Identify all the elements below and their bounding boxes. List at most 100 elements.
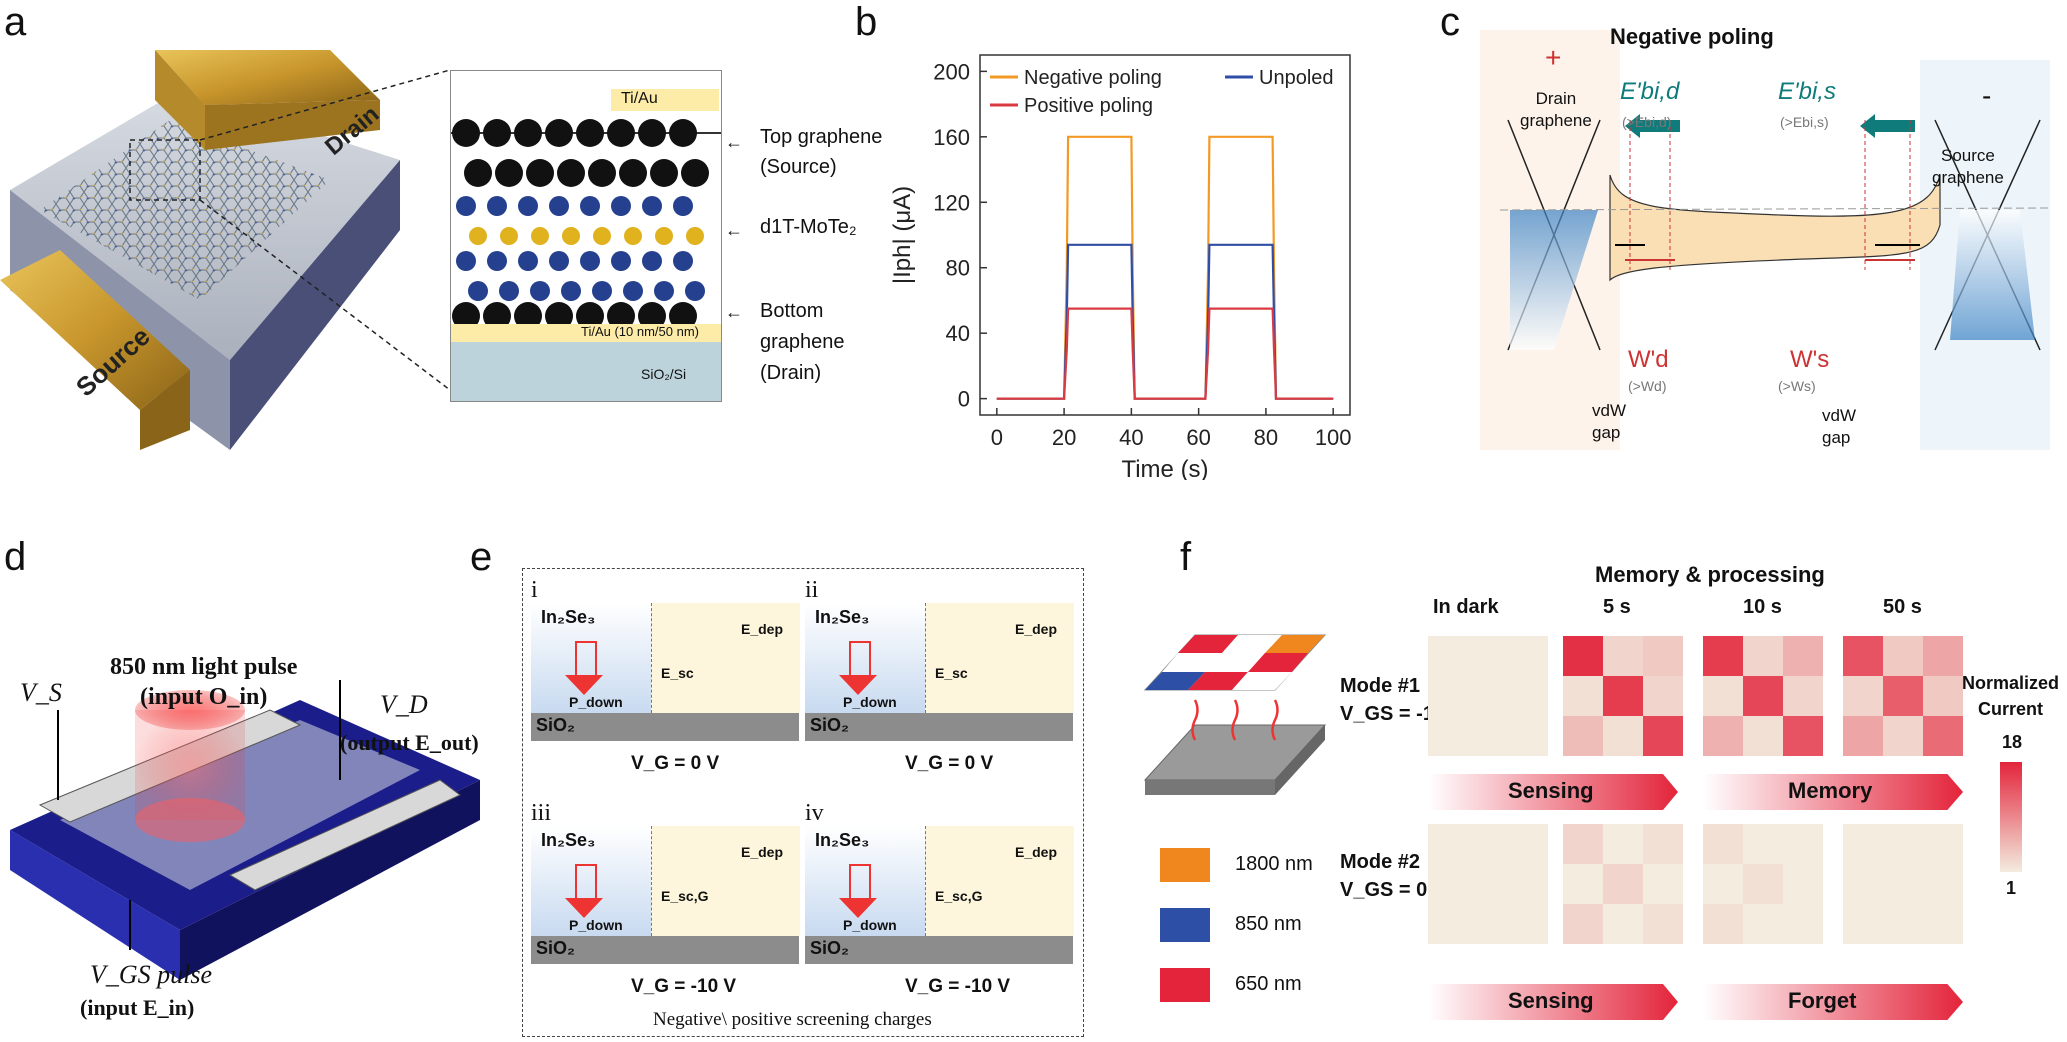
vgs-input-label: (input E_in) <box>80 995 195 1020</box>
atom <box>526 159 554 187</box>
heatmap-cell <box>1468 864 1508 904</box>
atom <box>638 302 666 330</box>
atom <box>468 281 488 301</box>
heatmap-cell <box>1743 716 1783 756</box>
panel-f-title: Memory & processing <box>1595 562 1825 587</box>
atom <box>686 227 704 245</box>
inset-lattice: Ti/Au Ti/Au (10 nm/50 nm) SiO₂/Si <box>450 70 722 402</box>
inset-substrate: SiO₂/Si <box>641 366 687 382</box>
heatmap-cell <box>1508 716 1548 756</box>
vg-label: V_G = -10 V <box>631 976 737 997</box>
sub-label: iii <box>531 800 552 826</box>
atom <box>487 251 507 271</box>
forget-banner <box>1703 984 1963 1020</box>
arrow-icon: ← <box>725 220 743 240</box>
series-line-negative-poling <box>996 135 1334 400</box>
panel-label-d: d <box>4 535 27 579</box>
heatmap-cell <box>1508 864 1548 904</box>
esc-label: E_sc,G <box>935 888 983 904</box>
atom <box>545 302 573 330</box>
heatmap-cell <box>1428 676 1468 716</box>
legend-label: 650 nm <box>1235 973 1302 995</box>
atom <box>681 159 709 187</box>
atom <box>685 281 705 301</box>
array-schematic <box>1143 634 1327 795</box>
atom <box>518 251 538 271</box>
series-line-positive-poling <box>996 307 1334 400</box>
heatmap-cell <box>1923 676 1963 716</box>
substrate-label: SiO₂ <box>810 715 850 735</box>
atom <box>611 251 631 271</box>
heatmap-cell <box>1703 676 1743 716</box>
pdown-label: P_down <box>843 917 897 933</box>
w-s-label: W's <box>1790 346 1830 373</box>
atom <box>549 251 569 271</box>
atom <box>500 227 518 245</box>
light-pulse-label: 850 nm light pulse(input O_in) <box>110 654 298 710</box>
heatmap-cell <box>1783 636 1823 676</box>
heatmap-cell <box>1468 676 1508 716</box>
memory-banner-label: Memory <box>1788 778 1873 803</box>
heatmap-cell <box>1603 864 1643 904</box>
heatmap-cell <box>1428 904 1468 944</box>
atom <box>580 251 600 271</box>
heatmap-cell <box>1883 824 1923 864</box>
heatmap-cell <box>1563 824 1603 864</box>
plus-sign: + <box>1545 42 1562 73</box>
heatmap-cell <box>1603 676 1643 716</box>
atom <box>456 196 476 216</box>
sensing-banner <box>1428 774 1678 810</box>
band-diagram <box>1480 30 2051 450</box>
heatmap-cell <box>1563 716 1603 756</box>
heatmap-cell <box>1563 676 1603 716</box>
panel-label-b: b <box>855 0 878 44</box>
material-label: In₂Se₃ <box>541 830 596 850</box>
atom <box>576 119 604 147</box>
atom <box>669 119 697 147</box>
heatmap-cell <box>1508 904 1548 944</box>
x-tick-label: 40 <box>1119 425 1143 450</box>
colorbar <box>2000 762 2022 872</box>
heatmap-cell <box>1468 716 1508 756</box>
esc-label: E_sc <box>661 665 694 681</box>
heatmap-cell <box>1743 676 1783 716</box>
atom <box>650 159 678 187</box>
substrate-label: SiO₂ <box>810 938 850 958</box>
vgs-label: V_GS pulse <box>90 960 213 989</box>
heatmap-cell <box>1563 904 1603 944</box>
callout-mid: d1T-MoTe₂ <box>760 216 857 238</box>
heatmap-cell <box>1743 904 1783 944</box>
heatmap-cell <box>1883 904 1923 944</box>
heatmap-cell <box>1603 716 1643 756</box>
heatmap-cell <box>1703 904 1743 944</box>
w-d-compare: (>Wd) <box>1628 378 1667 394</box>
legend-label: Unpoled <box>1259 67 1334 89</box>
vd-output-label: (output E_out) <box>340 730 479 755</box>
heatmap-cell <box>1703 716 1743 756</box>
heatmap-cell <box>1843 864 1883 904</box>
heatmap-cell <box>1783 824 1823 864</box>
heatmap-cell <box>1643 676 1683 716</box>
legend-label: 1800 nm <box>1235 853 1313 875</box>
pdown-label: P_down <box>569 917 623 933</box>
atom <box>557 159 585 187</box>
heatmap-cell <box>1508 824 1548 864</box>
column-header: 5 s <box>1603 596 1631 618</box>
atom <box>623 281 643 301</box>
atom <box>669 302 697 330</box>
heatmap-cell <box>1883 864 1923 904</box>
heatmap-cell <box>1603 636 1643 676</box>
atom <box>619 159 647 187</box>
legend-label: 850 nm <box>1235 913 1302 935</box>
callout-top: Top graphene(Source) <box>760 126 883 178</box>
atom <box>452 302 480 330</box>
arrow-icon: ← <box>725 302 743 322</box>
substrate-label: SiO₂ <box>536 938 576 958</box>
sub-label: iv <box>805 800 824 826</box>
atom <box>580 196 600 216</box>
heatmap-cell <box>1743 864 1783 904</box>
screening-footer: Negative\ positive screening charges <box>653 1009 932 1030</box>
